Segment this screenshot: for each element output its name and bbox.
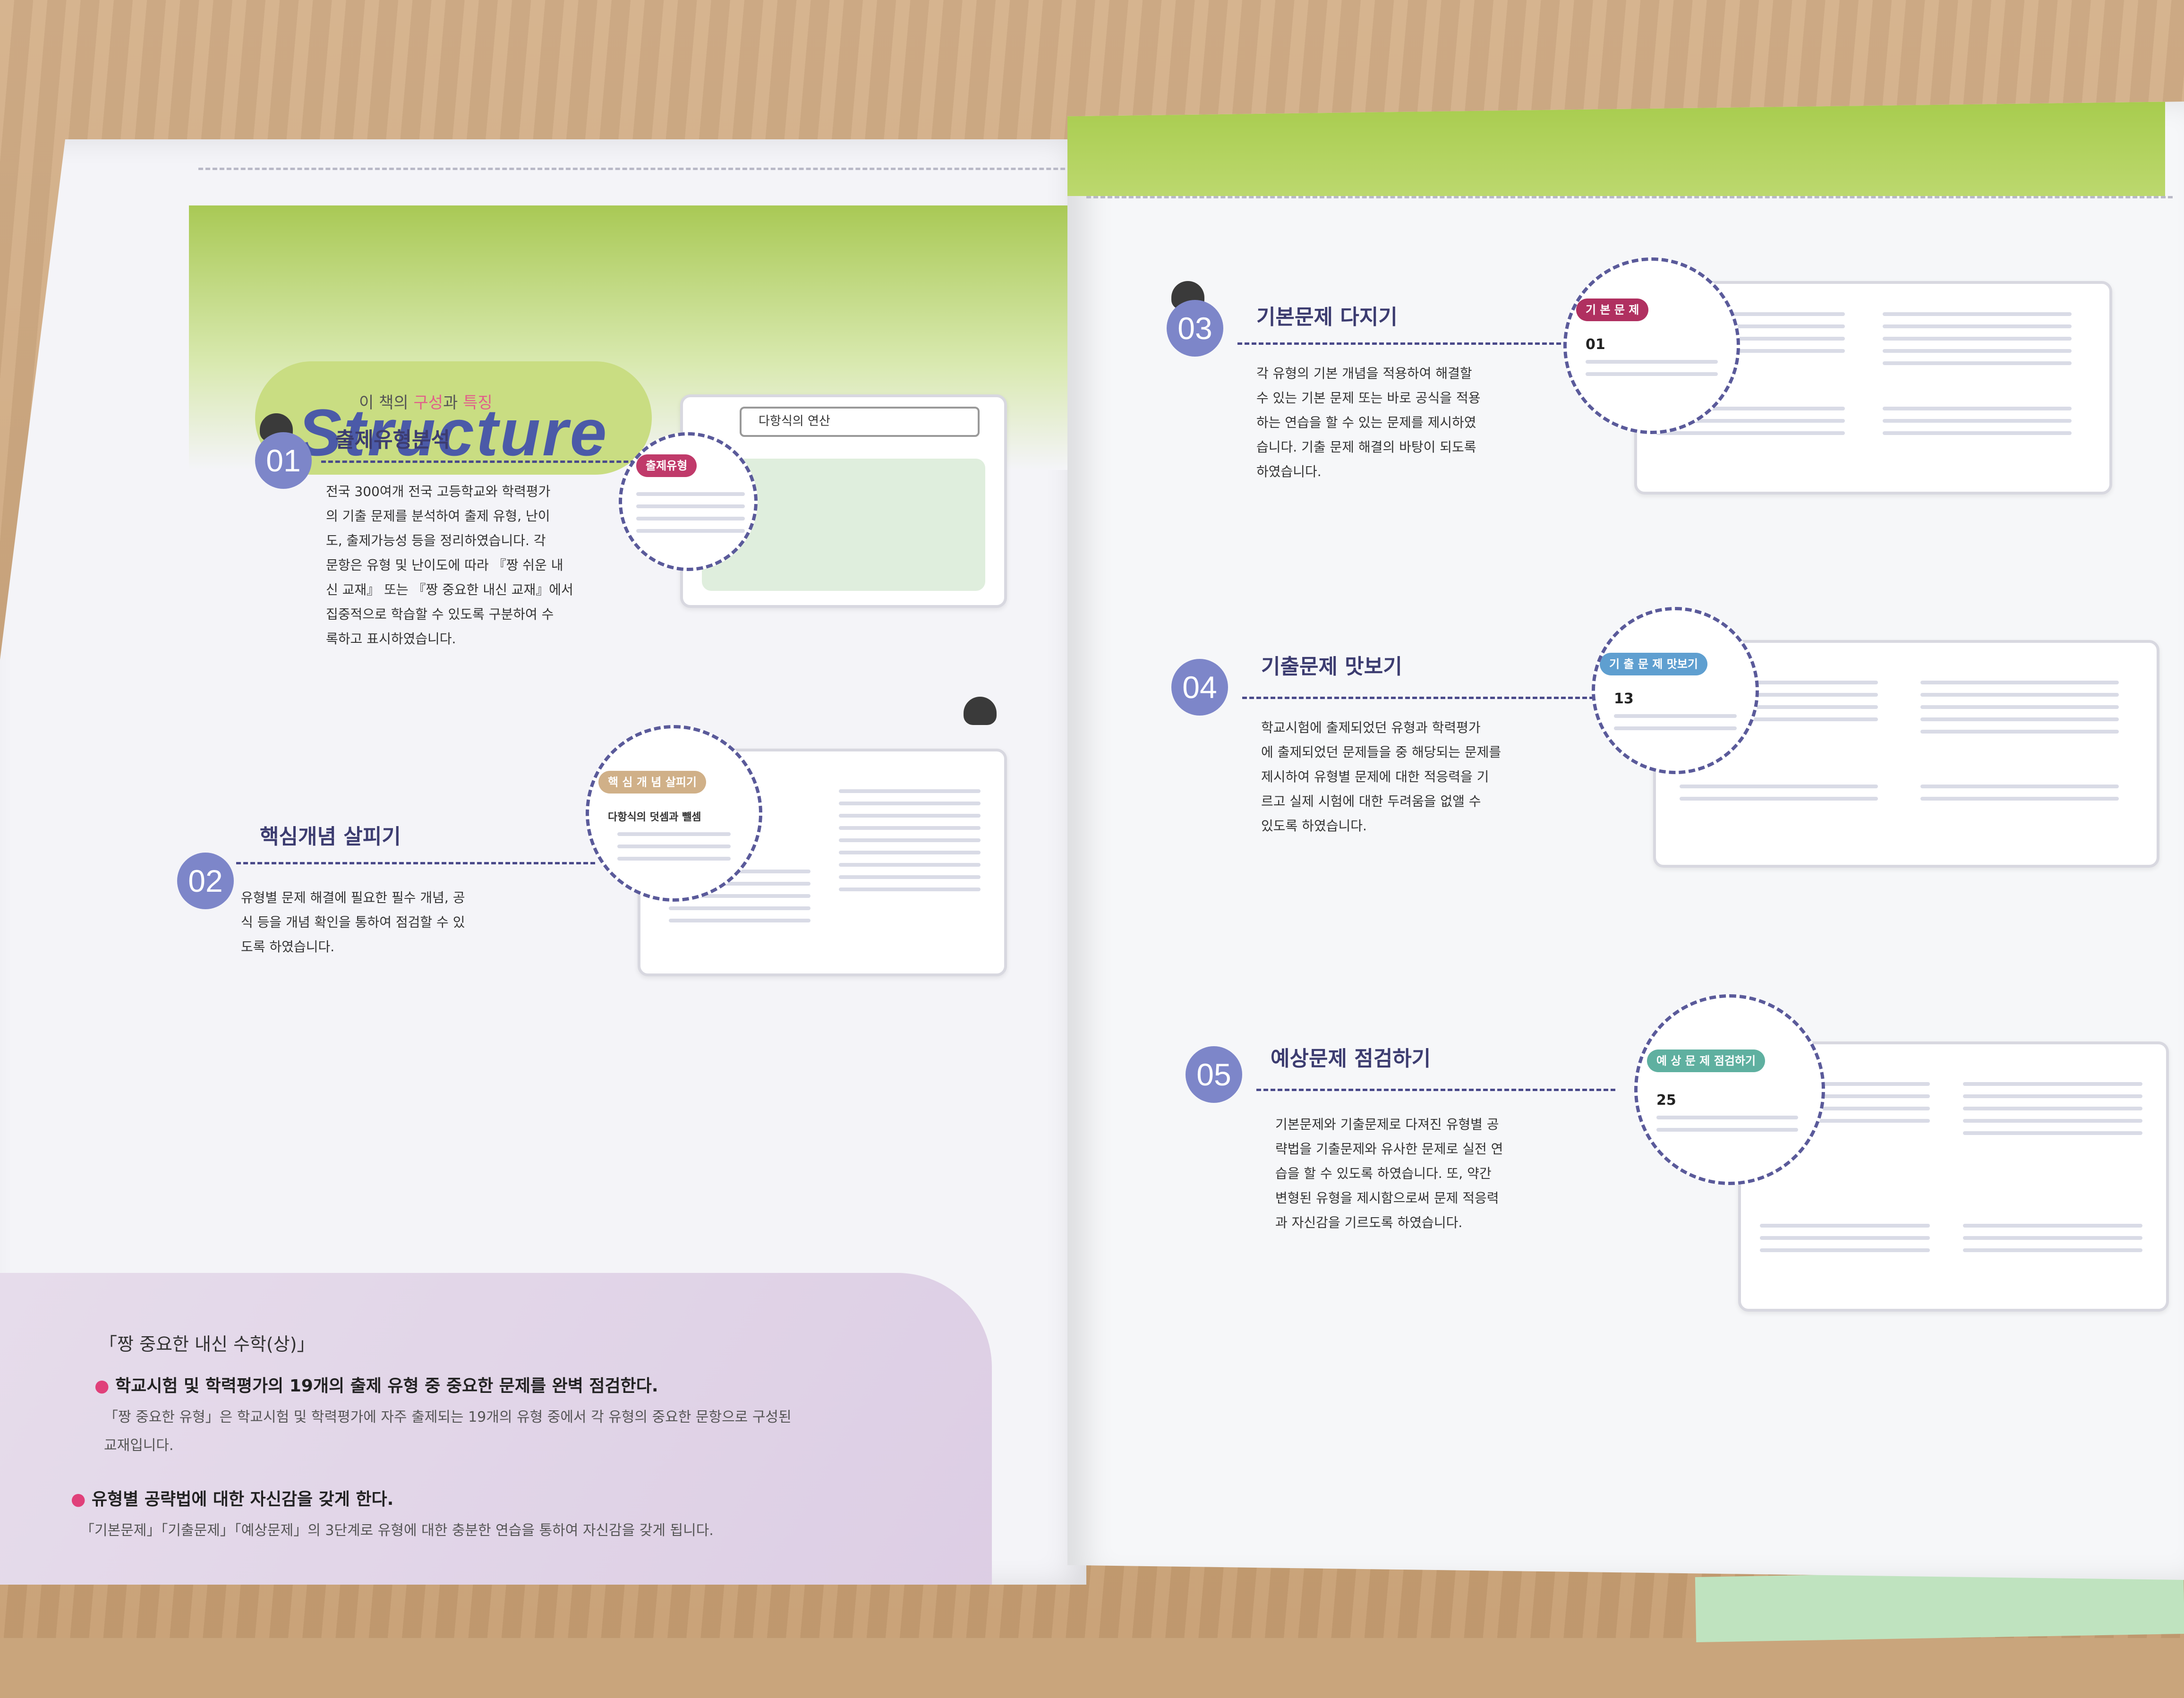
section-body: 학교시험에 출제되었던 유형과 학력평가 에 출제되었던 문제들을 중 해당되는… (1261, 720, 1502, 834)
summary-title: 「짱 중요한 내신 수학(상)」 (99, 1334, 315, 1355)
section-body: 기본문제와 기출문제로 다져진 유형별 공 략법을 기출문제와 유사한 문제로 … (1275, 1117, 1503, 1230)
magnifier-circle: 출제유형 (619, 432, 758, 571)
mascot-icon (964, 697, 997, 725)
page-title: Structure (298, 395, 609, 469)
section-title: 예상문제 점검하기 (1271, 1047, 1431, 1071)
summary-bullet: ● 유형별 공략법에 대한 자신감을 갖게 한다. (71, 1490, 394, 1509)
magnifier-chip: 출제유형 (636, 454, 697, 477)
section-number-badge: 02 (177, 853, 234, 909)
top-dashed-border (198, 168, 1086, 170)
thumbnail-label: 다항식의 연산 (759, 414, 830, 428)
summary-bullet-desc: 「기본문제」「기출문제」「예상문제」의 3단계로 유형에 대한 충분한 연습을 … (80, 1522, 714, 1539)
section-connector-line (1256, 1089, 1615, 1091)
summary-bullet-desc: 교재입니다. (104, 1437, 174, 1454)
section-connector-line (321, 461, 642, 463)
section-title: 핵심개념 살피기 (260, 825, 401, 849)
magnifier-circle: 예 상 문 제 점검하기 25 (1634, 994, 1825, 1185)
magnifier-circle: 기 출 문 제 맛보기 13 (1592, 607, 1759, 774)
green-paper-sheet (1695, 1568, 2184, 1643)
magnifier-chip: 예 상 문 제 점검하기 (1647, 1050, 1766, 1072)
magnifier-chip: 핵 심 개 념 살피기 (598, 771, 706, 794)
summary-bullet-desc: 「짱 중요한 유형」은 학교시험 및 학력평가에 자주 출제되는 19개의 유형… (104, 1409, 792, 1425)
section-number-badge: 01 (255, 432, 312, 489)
section-body: 각 유형의 기본 개념을 적용하여 해결할 수 있는 기본 문제 또는 바로 공… (1256, 366, 1481, 479)
section-title: 기출문제 맛보기 (1261, 655, 1402, 679)
magnifier-circle: 기 본 문 제 01 (1563, 257, 1740, 434)
left-page: 이 책의 구성과 특징 Structure 01 출제유형분석 전국 300여개… (0, 139, 1086, 1585)
magnifier-text: 다항식의 덧셈과 뺄셈 (608, 811, 701, 823)
section-body: 유형별 문제 해결에 필요한 필수 개념, 공 식 등을 개념 확인을 통하여 … (241, 890, 465, 955)
section-number-badge: 05 (1186, 1046, 1242, 1103)
section-number-badge: 03 (1167, 300, 1223, 357)
right-page-green-band (1067, 102, 2165, 196)
section-connector-line (236, 862, 595, 864)
magnifier-problem-number: 13 (1614, 691, 1634, 707)
header-cloud (255, 361, 652, 475)
magnifier-chip: 기 본 문 제 (1576, 299, 1649, 321)
summary-panel: 「짱 중요한 내신 수학(상)」 ● 학교시험 및 학력평가의 19개의 출제 … (0, 1273, 992, 1585)
summary-bullet: ● 학교시험 및 학력평가의 19개의 출제 유형 중 중요한 문제를 완벽 점… (94, 1376, 658, 1396)
section-connector-line (1242, 697, 1601, 699)
header-subtitle: 이 책의 구성과 특징 (359, 393, 493, 412)
section-title: 출제유형분석 (335, 428, 450, 452)
section-number-badge: 04 (1171, 659, 1228, 716)
magnifier-chip: 기 출 문 제 맛보기 (1600, 653, 1707, 675)
magnifier-problem-number: 01 (1586, 336, 1605, 353)
section-body: 전국 300여개 전국 고등학교와 학력평가 의 기출 문제를 분석하여 출제 … (326, 484, 573, 647)
magnifier-circle: 핵 심 개 념 살피기 다항식의 덧셈과 뺄셈 (586, 725, 762, 902)
magnifier-problem-number: 25 (1656, 1092, 1676, 1109)
right-page: 03 기본문제 다지기 각 유형의 기본 개념을 적용하여 해결할 수 있는 기… (1067, 102, 2184, 1580)
section-title: 기본문제 다지기 (1256, 305, 1398, 329)
top-dashed-border (1086, 196, 2173, 198)
section-connector-line (1237, 342, 1596, 345)
